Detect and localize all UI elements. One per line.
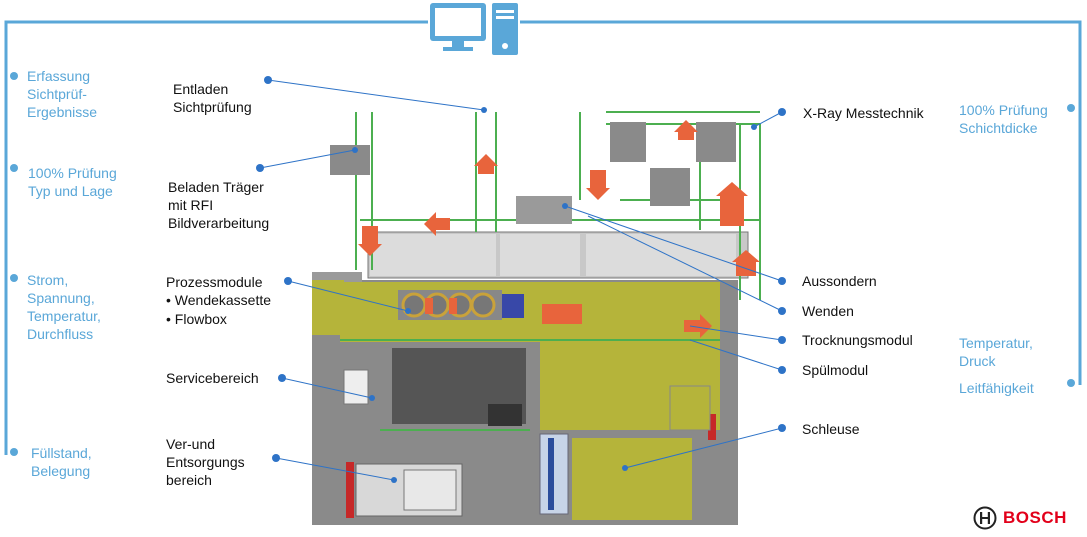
bosch-armature-icon (973, 506, 997, 530)
label-aussondern: Aussondern (802, 273, 877, 289)
label-beladen: Beladen Träger mit RFI Bildverarbeitung (168, 179, 270, 231)
label-fuellstand: Füllstand, Belegung (31, 445, 92, 479)
callout-dots (256, 76, 786, 462)
label-erfassung-sichtpruef: Erfassung Sichtprüf- Ergebnisse (27, 68, 98, 120)
label-entladen: Entladen Sichtprüfung (173, 81, 252, 115)
brand-name: BOSCH (1003, 508, 1067, 527)
label-strom-spannung: Strom, Spannung, Temperatur, Durchfluss (27, 272, 101, 342)
label-flowbox: • Flowbox (166, 311, 227, 327)
label-versorgung: Ver-und Entsorgungs bereich (166, 436, 245, 488)
computer-icon (430, 3, 518, 55)
label-trocknung: Trocknungsmodul (802, 332, 913, 348)
network-nodes (10, 72, 1075, 456)
network-lines (4, 20, 1082, 455)
bosch-logo: BOSCH (973, 505, 1081, 531)
label-prozessmodule: Prozessmodule (166, 274, 263, 290)
label-wendekassette: • Wendekassette (166, 292, 272, 308)
machine-floorplan (312, 107, 761, 525)
callout-lines (259, 79, 783, 481)
label-leitfaehigkeit: Leitfähigkeit (959, 380, 1034, 396)
label-spuel: Spülmodul (802, 362, 869, 378)
label-pruefung-schichtdicke: 100% Prüfung Schichtdicke (959, 102, 1048, 136)
label-xray: X-Ray Messtechnik (803, 105, 924, 121)
label-temperatur-druck: Temperatur, Druck (959, 335, 1033, 369)
label-pruefung-typ-lage: 100% Prüfung Typ und Lage (28, 165, 117, 199)
label-schleuse: Schleuse (802, 421, 860, 437)
label-wenden: Wenden (802, 303, 854, 319)
label-servicebereich: Servicebereich (166, 370, 259, 386)
